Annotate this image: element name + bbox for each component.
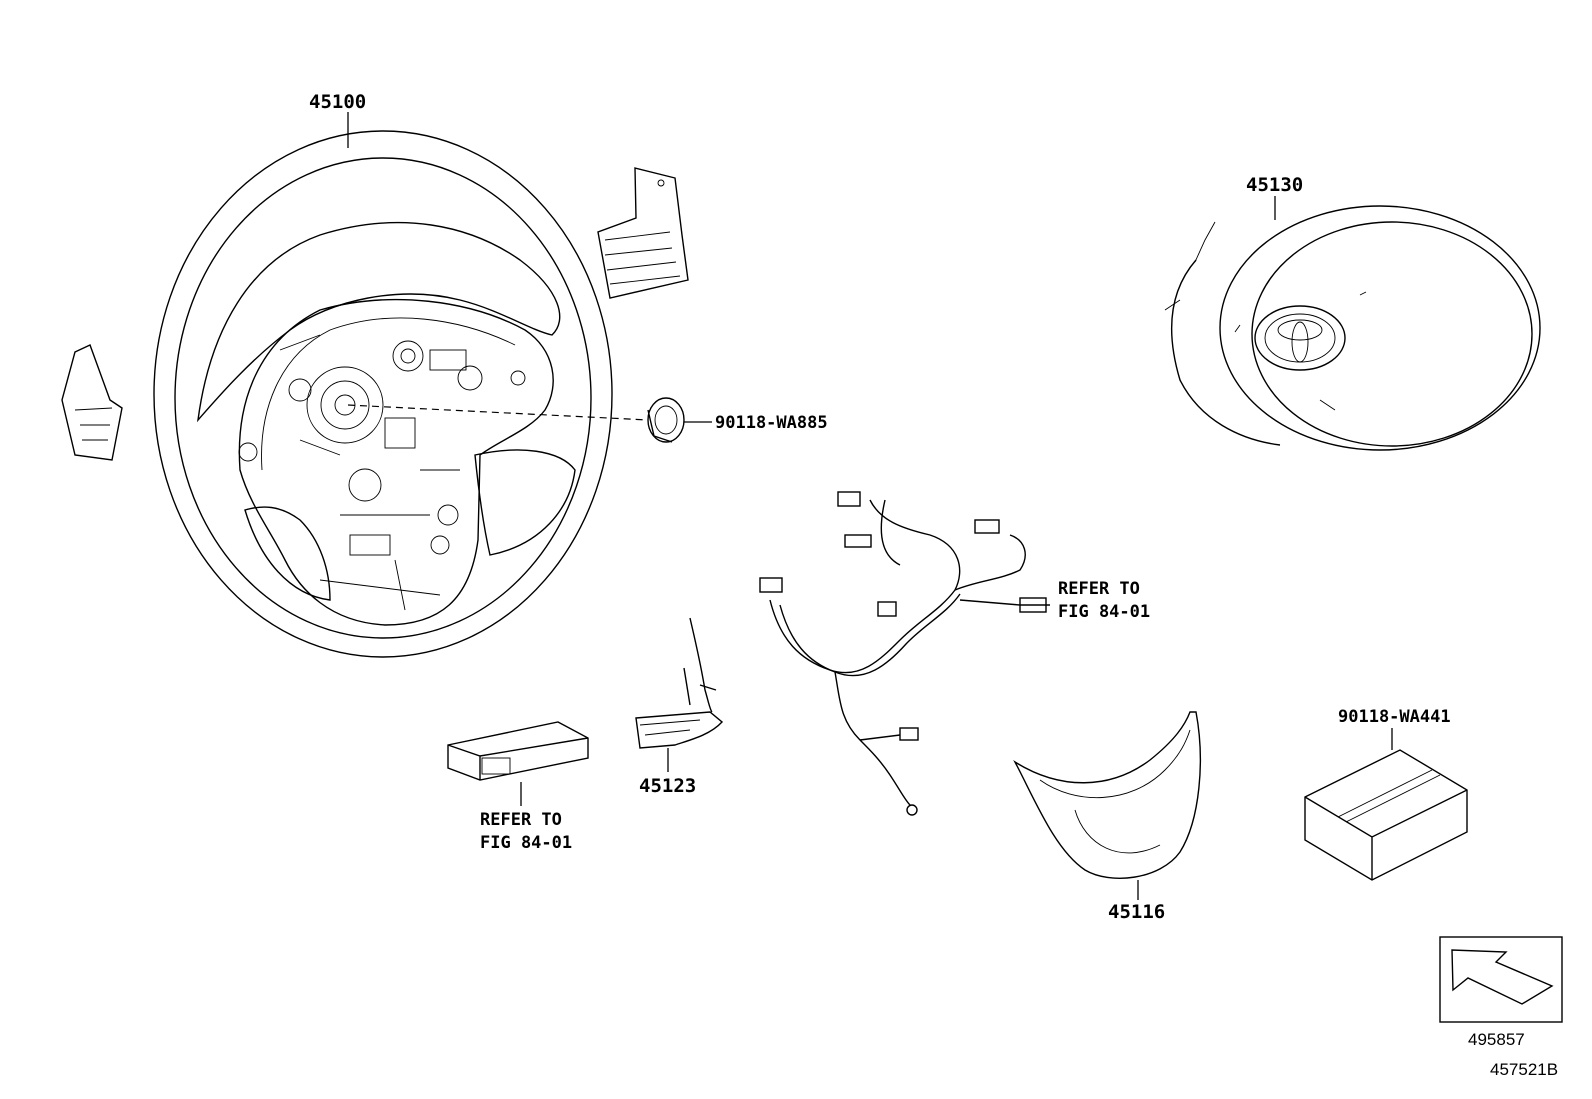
left-paddle-switch[interactable] [61, 344, 123, 461]
spiral-cable-drawing[interactable] [635, 617, 724, 749]
refer-left-line1: REFER TO [480, 810, 562, 830]
refer-right-line1: REFER TO [1058, 579, 1140, 599]
front-direction-arrow [1439, 936, 1563, 1023]
refer-right-line2: FIG 84-01 [1058, 602, 1150, 622]
lower-cover-drawing[interactable] [1013, 711, 1202, 879]
label-45130: 45130 [1246, 174, 1303, 196]
label-45116: 45116 [1108, 901, 1165, 923]
bolt-dashed-leader [347, 404, 649, 421]
figure-code: 457521B [1490, 1060, 1558, 1079]
arrow-code: 495857 [1468, 1030, 1525, 1049]
steering-wheel-drawing[interactable] [153, 130, 613, 658]
right-paddle-switch[interactable] [597, 167, 689, 299]
bolt-drawing[interactable] [647, 397, 685, 443]
label-90118-WA885: 90118-WA885 [715, 413, 828, 433]
label-45123: 45123 [639, 775, 696, 797]
wire-harness-drawing[interactable] [759, 491, 1050, 816]
label-90118-WA441: 90118-WA441 [1338, 707, 1451, 727]
label-45100: 45100 [309, 91, 366, 113]
control-unit-drawing[interactable] [447, 721, 589, 781]
kit-box-drawing[interactable] [1304, 749, 1468, 881]
airbag-module-drawing[interactable] [1164, 205, 1541, 451]
refer-left-line2: FIG 84-01 [480, 833, 572, 853]
